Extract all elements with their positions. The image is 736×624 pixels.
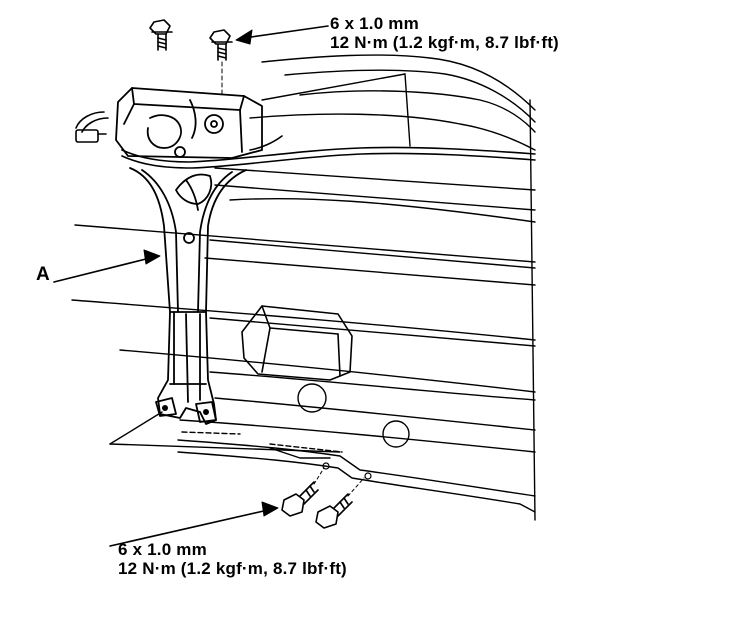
bracket-hole bbox=[162, 405, 168, 411]
arrow-icon bbox=[143, 249, 161, 265]
torque-value-label: 12 N·m (1.2 kgf·m, 8.7 lbf·ft) bbox=[118, 559, 347, 578]
body-panel-lines bbox=[71, 54, 536, 521]
torque-value-label: 12 N·m (1.2 kgf·m, 8.7 lbf·ft) bbox=[330, 33, 559, 52]
install-line bbox=[313, 467, 325, 485]
latch-support-bracket bbox=[129, 167, 247, 425]
bolt-icon bbox=[209, 29, 233, 61]
arrow-icon bbox=[109, 509, 269, 547]
arrow-icon bbox=[53, 257, 151, 283]
air-guide-block bbox=[241, 305, 353, 381]
arrow-icon bbox=[235, 29, 253, 45]
panel-hole bbox=[382, 420, 410, 448]
harness-connector bbox=[75, 111, 109, 143]
latch-cable bbox=[121, 135, 536, 169]
bolt-size-label: 6 x 1.0 mm bbox=[118, 540, 207, 559]
panel-hole bbox=[297, 383, 327, 413]
install-line bbox=[347, 477, 365, 497]
torque-spec-bottom: 6 x 1.0 mm 12 N·m (1.2 kgf·m, 8.7 lbf·ft… bbox=[118, 540, 347, 578]
bolt-icon bbox=[315, 493, 353, 529]
bolt-hole bbox=[364, 472, 372, 480]
bolt-size-label: 6 x 1.0 mm bbox=[330, 14, 419, 33]
arrow-icon bbox=[261, 501, 279, 517]
arrow-icon bbox=[243, 25, 329, 39]
bracket-hole bbox=[203, 409, 209, 415]
bolt-hole bbox=[322, 462, 330, 470]
part-label-a: A bbox=[36, 264, 50, 285]
bolt-icon bbox=[281, 481, 319, 517]
hood-latch bbox=[115, 87, 263, 159]
bolt-icon bbox=[149, 19, 173, 51]
torque-spec-top: 6 x 1.0 mm 12 N·m (1.2 kgf·m, 8.7 lbf·ft… bbox=[330, 14, 559, 52]
callout-leaders bbox=[109, 73, 411, 453]
